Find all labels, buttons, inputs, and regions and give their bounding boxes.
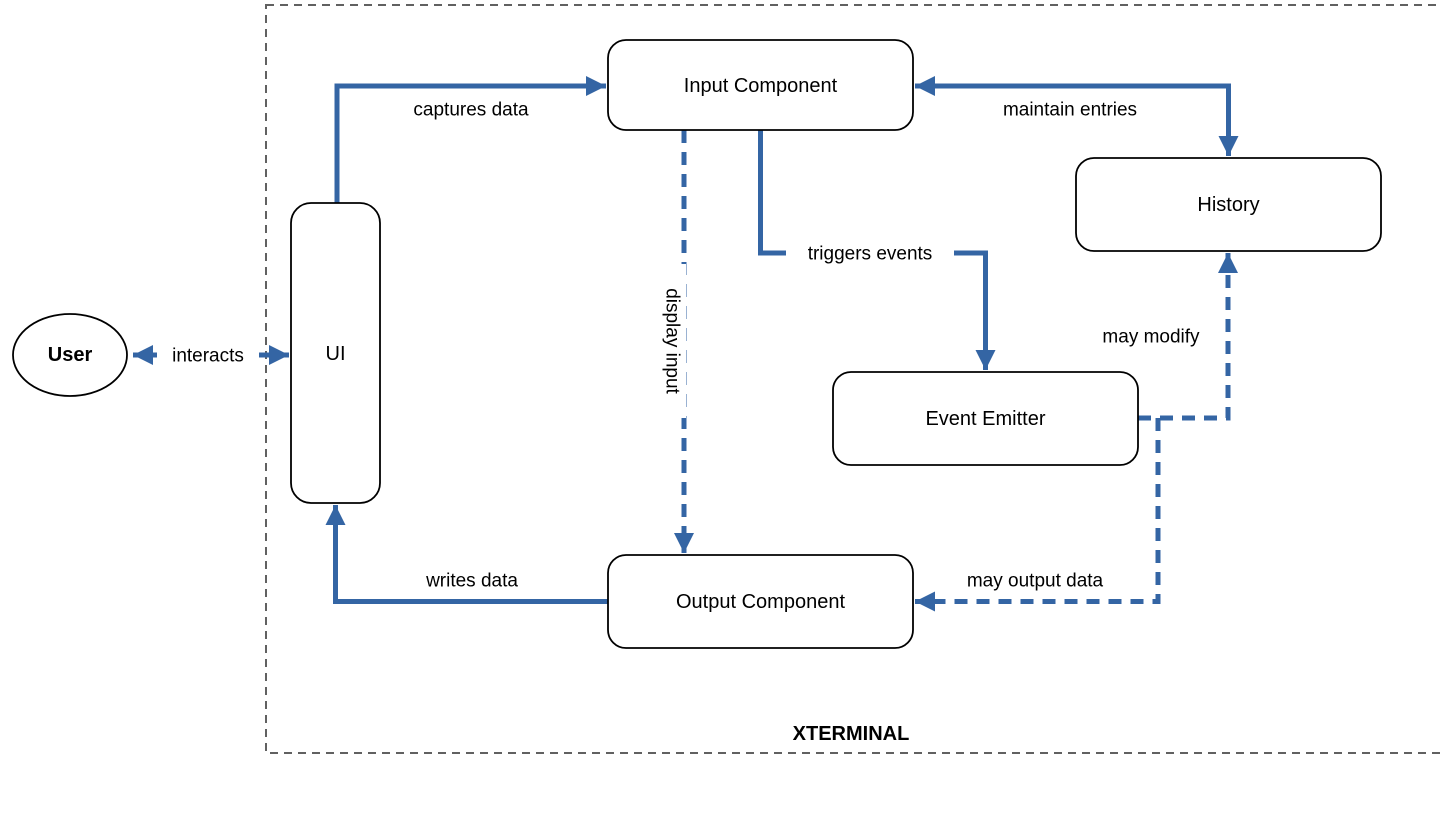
edge-label-display-input-text: display input	[662, 288, 683, 394]
edge-captures-data	[334, 76, 606, 203]
label-halo	[157, 343, 259, 368]
label-halo	[786, 241, 954, 266]
node-input-component	[607, 39, 914, 131]
system-boundary	[265, 4, 1440, 754]
edge-label-maintain-entries: maintain entries	[1003, 100, 1137, 121]
edge-label-interacts: interacts	[157, 343, 259, 368]
node-output-component-label: Output Component	[676, 591, 845, 613]
edge-label-triggers-events-text: triggers events	[808, 244, 933, 265]
node-ui	[290, 202, 381, 504]
label-halo	[659, 264, 686, 418]
node-history	[1075, 157, 1382, 252]
edge-maintain-entries	[915, 76, 1239, 156]
edge-label-interacts-text: interacts	[172, 346, 244, 367]
edge-label-triggers-events: triggers events	[786, 241, 954, 266]
node-ui-label: UI	[326, 343, 346, 365]
edge-label-may-output-data: may output data	[967, 571, 1104, 592]
edge-label-writes-data: writes data	[425, 571, 518, 592]
node-user	[12, 313, 128, 397]
node-user-label: User	[48, 344, 93, 366]
edge-label-may-modify: may modify	[1102, 327, 1200, 348]
edge-label-captures-data: captures data	[413, 100, 529, 121]
boundary-title: XTERMINAL	[793, 723, 910, 745]
node-event-emitter-label: Event Emitter	[925, 408, 1045, 430]
node-input-component-label: Input Component	[684, 75, 838, 97]
edge-may-modify	[1138, 253, 1238, 421]
node-output-component	[607, 554, 914, 649]
node-event-emitter	[832, 371, 1139, 466]
edge-writes-data	[325, 505, 608, 604]
node-history-label: History	[1197, 194, 1259, 216]
edge-label-display-input: display input	[659, 264, 686, 418]
edge-may-output-data	[915, 418, 1161, 612]
